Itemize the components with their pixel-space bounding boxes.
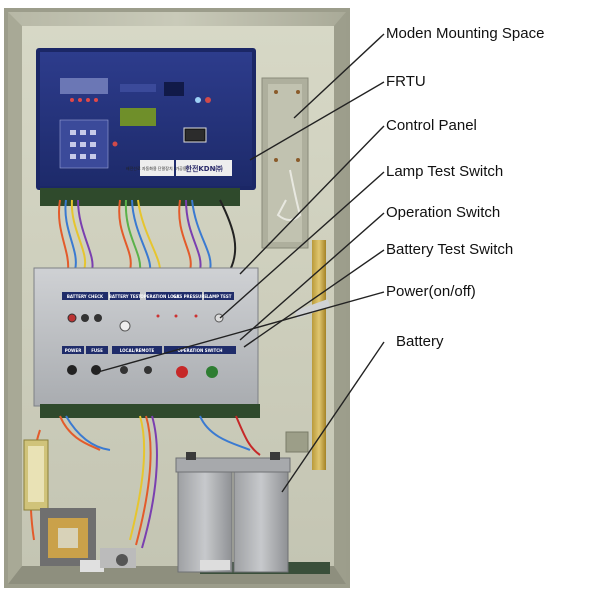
panel-battery-test: BATTERY TEST xyxy=(109,294,142,299)
frtu-wiring xyxy=(40,188,240,271)
cable-strip xyxy=(294,299,331,319)
panel-wiring xyxy=(29,404,261,549)
callout-battery: Battery xyxy=(396,333,444,350)
panel-operation-switch: OPERATION SWITCH xyxy=(177,348,222,353)
mounting-bracket xyxy=(285,431,309,453)
callout-lamp-test-switch: Lamp Test Switch xyxy=(386,163,504,180)
battery-pack xyxy=(175,452,291,573)
modem-mounting-space xyxy=(261,77,309,249)
callout-power: Power(on/off) xyxy=(386,283,476,300)
panel-gas-pressure: GAS PRESSURE xyxy=(173,294,207,299)
frtu-product-label: 배전선로 자동화용 단말장치 (가공용) xyxy=(126,165,189,171)
panel-battery-check: BATTERY CHECK xyxy=(67,294,104,299)
panel-power: POWER xyxy=(65,348,82,353)
callout-control-panel: Control Panel xyxy=(386,117,477,134)
transformer xyxy=(40,508,136,572)
panel-lamp-test: LAMP TEST xyxy=(206,294,231,299)
callout-operation-switch: Operation Switch xyxy=(386,204,501,221)
frtu-unit: 배전선로 자동화용 단말장치 (가공용) 한전KDN㈜ xyxy=(36,48,256,190)
frtu-brand: 한전KDN㈜ xyxy=(186,164,223,173)
callout-lines xyxy=(97,33,385,493)
callout-battery-test-switch: Battery Test Switch xyxy=(386,241,514,258)
terminal-block xyxy=(23,439,49,511)
callout-modem-space: Moden Mounting Space xyxy=(386,25,545,42)
panel-fuse: FUSE xyxy=(91,348,103,353)
callout-frtu: FRTU xyxy=(386,73,426,90)
panel-local-remote: LOCAL/REMOTE xyxy=(120,348,155,353)
panel-operation-lock: OPERATION LOCK xyxy=(140,294,180,299)
